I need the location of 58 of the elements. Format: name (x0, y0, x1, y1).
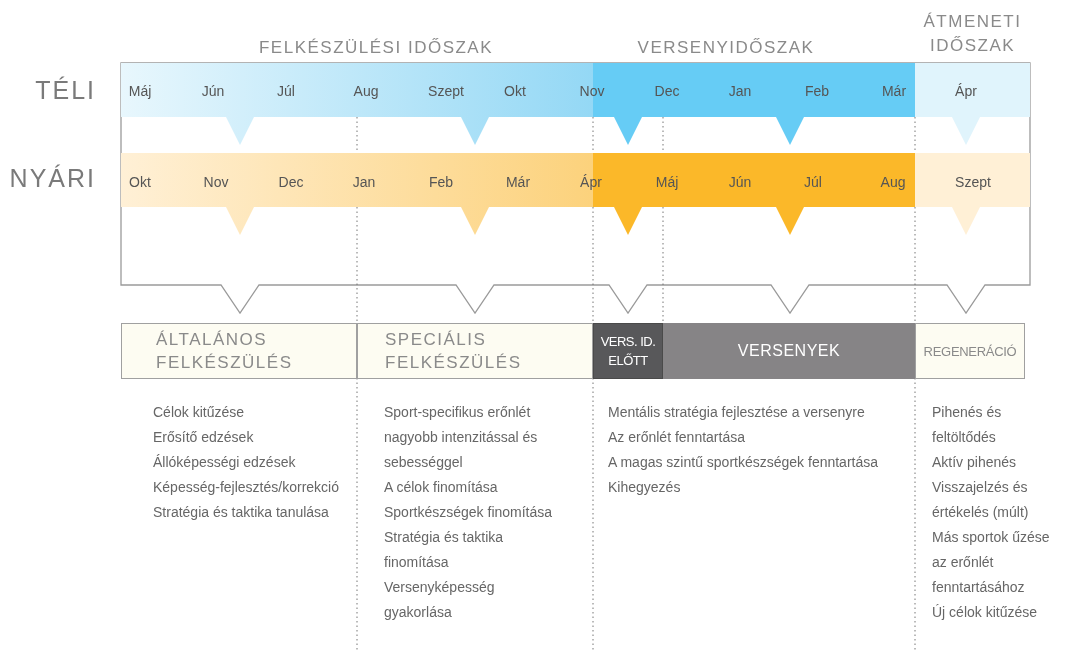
list-item: Aktív pihenés (932, 453, 1018, 472)
list-item: Pihenés és feltöltődés (932, 403, 1003, 447)
month-label: Feb (804, 83, 830, 99)
month-label: Jan (728, 83, 752, 99)
month-label: Szept (428, 83, 464, 99)
list-item: Versenyképesség gyakorlása (384, 578, 496, 622)
month-label: Jún (728, 174, 752, 190)
list-item: A magas szintű sportkészségek fenntartása (608, 453, 880, 472)
phase-box (663, 323, 915, 379)
phase-label: VERS. ID. ELŐTT (599, 333, 657, 370)
phase-box (121, 323, 357, 379)
list-item: Az erőnlét fenntartása (608, 428, 746, 447)
month-label: Máj (128, 83, 152, 99)
month-label: Feb (428, 174, 454, 190)
phase-box (593, 323, 663, 379)
month-label: Nov (579, 83, 605, 99)
list-item: Mentális stratégia fejlesztése a versenyre (608, 403, 866, 422)
month-label: Máj (655, 174, 679, 190)
month-label: Jan (352, 174, 376, 190)
phase-label: REGENERÁCIÓ (923, 342, 1017, 361)
list-item: Visszajelzés és értékelés (múlt) (932, 478, 1030, 522)
month-label: Júl (804, 174, 822, 190)
phase-box (915, 323, 1025, 379)
month-label: Okt (129, 174, 151, 190)
month-label: Ápr (955, 83, 977, 99)
row-label: TÉLI (35, 76, 96, 105)
month-label: Jún (201, 83, 225, 99)
list-item: Állóképességi edzések (153, 453, 297, 472)
list-item: Stratégia és taktika tanulása (153, 503, 330, 522)
month-label: Nov (203, 174, 229, 190)
phase-box (357, 323, 593, 379)
month-label: Már (881, 83, 907, 99)
month-label: Okt (504, 83, 526, 99)
list-item: Más sportok űzése az erőnlét fenntartásához (932, 528, 1050, 597)
list-item: Kihegyezés (608, 478, 682, 497)
row-label: NYÁRI (9, 164, 96, 193)
list-item: Sportkészségek finomítása (384, 503, 554, 522)
month-label: Aug (353, 83, 379, 99)
period-heading: VERSENYIDŐSZAK (636, 37, 816, 59)
month-label: Szept (955, 174, 991, 190)
list-item: Erősítő edzések (153, 428, 255, 447)
list-item: Képesség-fejlesztés/korrekció (153, 478, 340, 497)
list-item: Célok kitűzése (153, 403, 246, 422)
list-item: Új célok kitűzése (932, 603, 1039, 622)
month-label: Aug (880, 174, 906, 190)
period-heading: FELKÉSZÜLÉSI IDŐSZAK (257, 37, 495, 59)
month-label: Ápr (580, 174, 602, 190)
phase-label: ÁLTALÁNOS FELKÉSZÜLÉS (156, 329, 294, 374)
month-label: Dec (654, 83, 680, 99)
list-item: Stratégia és taktika finomítása (384, 528, 505, 572)
phase-label: VERSENYEK (737, 341, 841, 361)
phase-label: SPECIÁLIS FELKÉSZÜLÉS (385, 329, 523, 374)
period-heading: ÁTMENETI IDŐSZAK (922, 11, 1023, 57)
month-label: Már (505, 174, 531, 190)
month-label: Júl (277, 83, 295, 99)
list-item: A célok finomítása (384, 478, 499, 497)
month-label: Dec (278, 174, 304, 190)
list-item: Sport-specifikus erőnlét nagyobb intenzitással és sebességgel (384, 403, 539, 472)
